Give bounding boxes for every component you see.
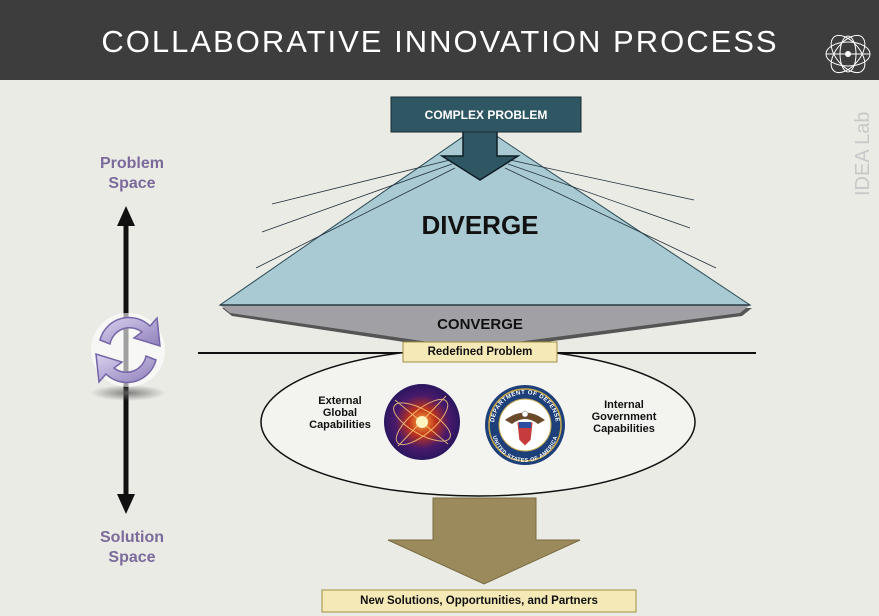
- seal-top-text: DEPARTMENT OF DEFENSE: [490, 390, 560, 423]
- idea-rays: [255, 159, 717, 269]
- cycle-arrows-icon: [91, 313, 165, 387]
- starburst-logo-icon: [825, 34, 871, 74]
- converge-label: CONVERGE: [437, 316, 523, 333]
- new-solutions-label: New Solutions, Opportunities, and Partne…: [360, 595, 598, 607]
- input-down-arrow: [439, 127, 521, 181]
- internal-capabilities-label: Internal Government Capabilities: [591, 399, 657, 435]
- solution-space-label: Solution Space: [100, 529, 164, 566]
- seal-bottom-text: UNITED STATES OF AMERICA: [491, 435, 559, 464]
- external-capabilities-label: External Global Capabilities: [309, 395, 371, 431]
- problem-space-label: Problem Space: [99, 155, 164, 192]
- slide-title: COLLABORATIVE INNOVATION PROCESS: [101, 24, 779, 59]
- diverge-label: DIVERGE: [421, 210, 539, 240]
- cycle-shadow: [90, 385, 166, 401]
- global-energy-orb-icon: [384, 384, 460, 460]
- redefined-problem-label: Redefined Problem: [427, 346, 533, 358]
- diverge-converge-cone: [218, 124, 752, 352]
- complex-problem-box: [390, 96, 582, 133]
- output-down-arrow: [387, 497, 581, 585]
- complex-problem-label: COMPLEX PROBLEM: [424, 107, 548, 122]
- title-bar: COLLABORATIVE INNOVATION PROCESS: [0, 0, 879, 80]
- redefined-problem-box: [402, 341, 558, 363]
- department-of-defense-seal-icon: [485, 385, 565, 465]
- new-solutions-box: [321, 589, 637, 613]
